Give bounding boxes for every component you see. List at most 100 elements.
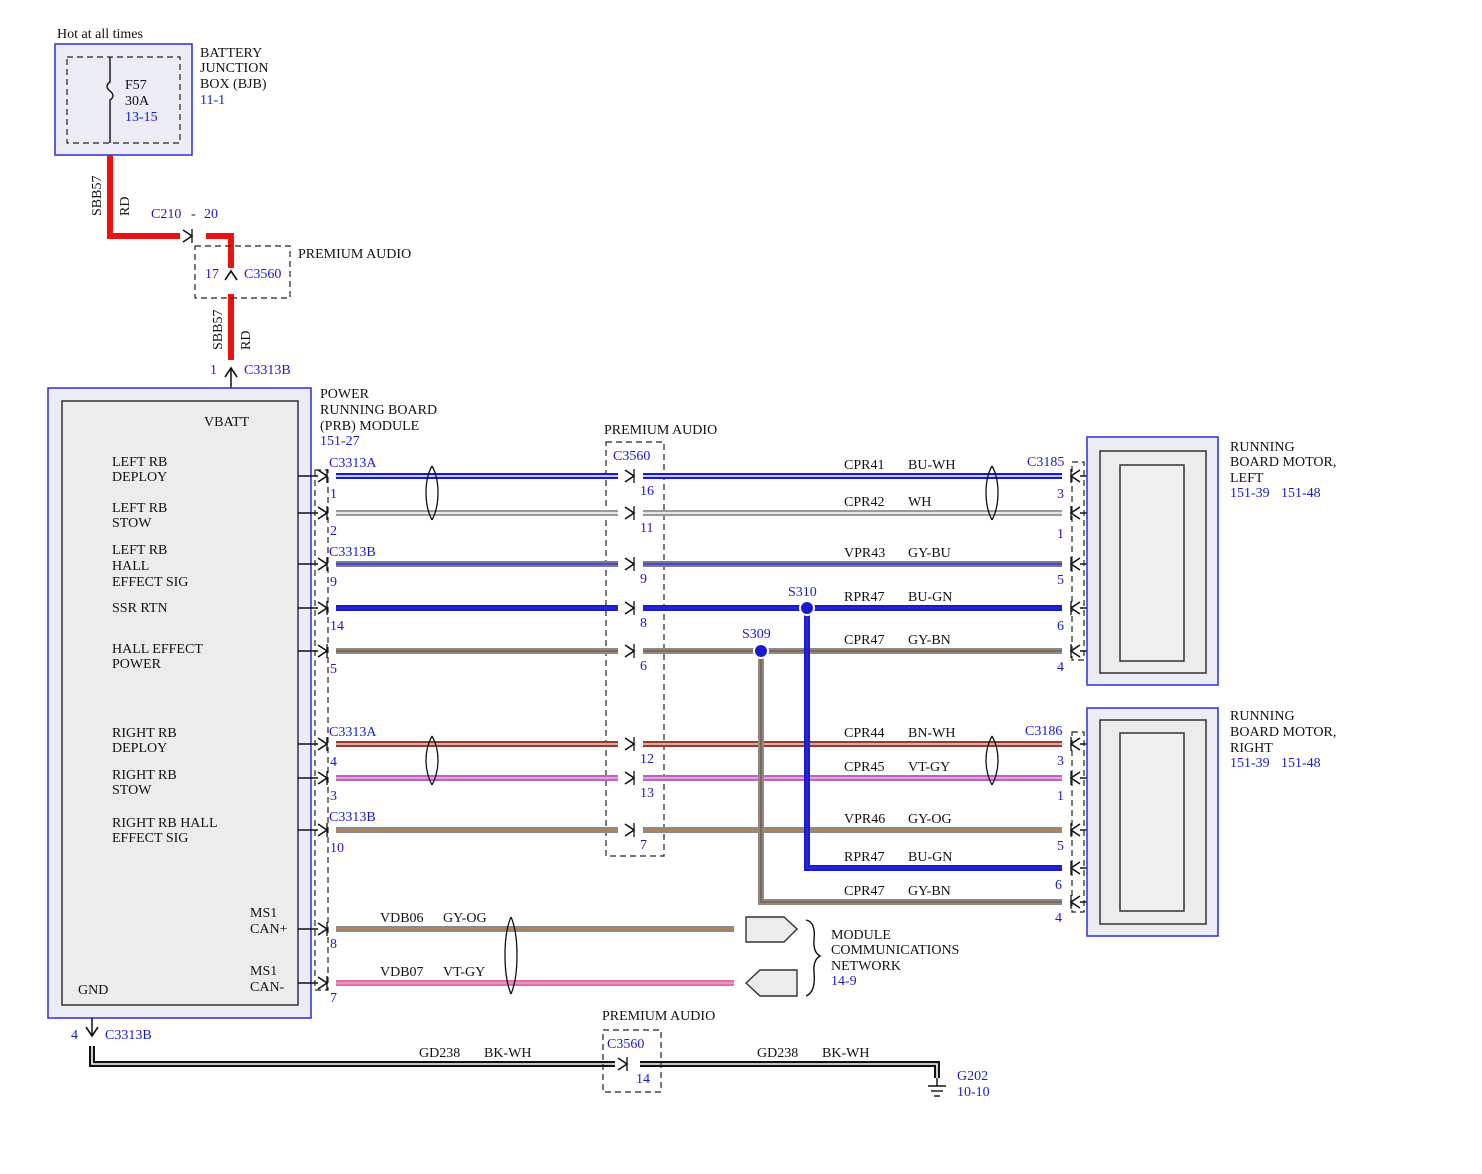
c3313b-top-label[interactable]: C3313B	[244, 363, 291, 378]
wire-left-pin: 3	[330, 789, 337, 804]
can-minus-label: CAN-	[250, 980, 285, 995]
cpr47-branch-pin: 4	[1055, 911, 1062, 926]
gd238-wire-right-stripe	[640, 1063, 938, 1078]
bjb-label-3: BOX (BJB)	[200, 77, 267, 92]
c210-dash: -	[191, 207, 196, 222]
motor-left-label-2: BOARD MOTOR,	[1230, 455, 1336, 470]
c210-label[interactable]: C210	[151, 207, 181, 222]
c3560-top-connector	[194, 245, 291, 299]
wire-arrow-mid-icon	[624, 557, 636, 571]
twist-pair-can	[504, 916, 518, 995]
wire-right-pin: 6	[1057, 619, 1064, 634]
wire-mid-pin: 11	[640, 521, 653, 536]
wire-arrow-left-icon	[317, 601, 329, 615]
c3560-top-pin: 17	[205, 267, 219, 282]
g202-ref[interactable]: 10-10	[957, 1085, 990, 1100]
prb-label-3: (PRB) MODULE	[320, 419, 419, 434]
gd238-wire-right	[640, 1061, 940, 1078]
right-hall-2: EFFECT SIG	[112, 831, 188, 846]
wire-arrow-mid-icon	[624, 644, 636, 658]
hall-power-1: HALL EFFECT	[112, 642, 203, 657]
wire-left-pin: 9	[330, 575, 337, 590]
can-plus-label: CAN+	[250, 922, 288, 937]
twist-pair-right-upper	[985, 465, 999, 521]
can-circuit-label: VDB07	[380, 965, 424, 980]
gnd-connector-label[interactable]: C3313B	[105, 1028, 152, 1043]
motor-left-label-3: LEFT	[1230, 471, 1264, 486]
left-hall-3: EFFECT SIG	[112, 575, 188, 590]
bk-wh-right-label: BK-WH	[822, 1046, 869, 1061]
premium-audio-bottom-label: PREMIUM AUDIO	[602, 1009, 715, 1024]
wire-color-label: BN-WH	[908, 726, 955, 741]
s309-label[interactable]: S309	[742, 627, 771, 642]
c3313a-label-low[interactable]: C3313A	[329, 725, 377, 740]
c3560-bottom-label[interactable]: C3560	[607, 1037, 644, 1052]
c3560-bottom-pin: 14	[636, 1072, 650, 1087]
c3186-label[interactable]: C3186	[1025, 724, 1062, 739]
c3313b-label-left[interactable]: C3313B	[329, 545, 376, 560]
g202-label[interactable]: G202	[957, 1069, 988, 1084]
motor-right-ref-b[interactable]: 151-48	[1281, 756, 1321, 771]
wire-arrow-left-icon	[317, 469, 329, 483]
wire-mid-pin: 8	[640, 616, 647, 631]
can-circuit-label: VDB06	[380, 911, 424, 926]
motor-right-ref-a[interactable]: 151-39	[1230, 756, 1270, 771]
motor-right-label-3: RIGHT	[1230, 741, 1273, 756]
motor-right-label-2: BOARD MOTOR,	[1230, 725, 1336, 740]
motor-left-label-1: RUNNING	[1230, 440, 1295, 455]
fuse-ref[interactable]: 13-15	[125, 110, 158, 125]
c3313a-label-top[interactable]: C3313A	[329, 456, 377, 471]
wire-mid-pin: 9	[640, 572, 647, 587]
left-hall-1: LEFT RB	[112, 543, 167, 558]
c210-pin: 20	[204, 207, 218, 222]
motor-left-ref-b[interactable]: 151-48	[1281, 486, 1321, 501]
c3185-connector-strip	[1071, 461, 1085, 661]
splice-s309	[753, 643, 769, 659]
rd-label-low: RD	[239, 331, 254, 350]
can-minus-connector-icon	[744, 969, 798, 997]
wire-right-pin: 3	[1057, 754, 1064, 769]
wire-arrow-mid-icon	[624, 771, 636, 785]
c3313b-top-pin: 1	[210, 363, 217, 378]
bk-wh-left-label: BK-WH	[484, 1046, 531, 1061]
prb-ref[interactable]: 151-27	[320, 434, 360, 449]
sbb57-wire-mid	[206, 233, 234, 268]
fuse-icon	[106, 57, 114, 143]
wire-right-pin: 1	[1057, 789, 1064, 804]
wire-circuit-label: CPR41	[844, 458, 884, 473]
sbb57-label-low: SBB57	[211, 310, 226, 350]
motor-right-core	[1119, 732, 1185, 912]
wire-right-pin: 3	[1057, 487, 1064, 502]
left-rb-stow-2: STOW	[112, 516, 152, 531]
motor-left-core	[1119, 464, 1185, 662]
wire-left-pin: 4	[330, 755, 337, 770]
fuse-amp: 30A	[125, 94, 150, 109]
wire-left-pin: 14	[330, 619, 344, 634]
bjb-ref[interactable]: 11-1	[200, 93, 225, 108]
can-color-label: GY-OG	[443, 911, 487, 926]
c3185-label[interactable]: C3185	[1027, 455, 1064, 470]
wire-arrow-mid-icon	[624, 601, 636, 615]
motor-left-ref-a[interactable]: 151-39	[1230, 486, 1270, 501]
sbb57-label-top: SBB57	[90, 176, 105, 216]
left-hall-2: HALL	[112, 559, 149, 574]
motor-right-label-1: RUNNING	[1230, 709, 1295, 724]
twist-pair-left-lower	[425, 735, 439, 786]
rd-label-top: RD	[118, 197, 133, 216]
wire-left-pin: 2	[330, 524, 337, 539]
twist-marks	[425, 465, 999, 995]
wire-color-label: VT-GY	[908, 760, 950, 775]
c3313-connector-strip	[314, 469, 329, 991]
ms1-label-1: MS1	[250, 906, 277, 921]
bjb-label-1: BATTERY	[200, 46, 262, 61]
wire-left-pin: 1	[330, 487, 337, 502]
s310-label[interactable]: S310	[788, 585, 817, 600]
c3560-top-label[interactable]: C3560	[244, 267, 281, 282]
wire-color-label: BU-GN	[908, 590, 952, 605]
mcn-ref[interactable]: 14-9	[831, 974, 857, 989]
wire-mid-pin: 7	[640, 838, 647, 853]
c3313b-label-low[interactable]: C3313B	[329, 810, 376, 825]
c3560-mid-label[interactable]: C3560	[613, 449, 650, 464]
